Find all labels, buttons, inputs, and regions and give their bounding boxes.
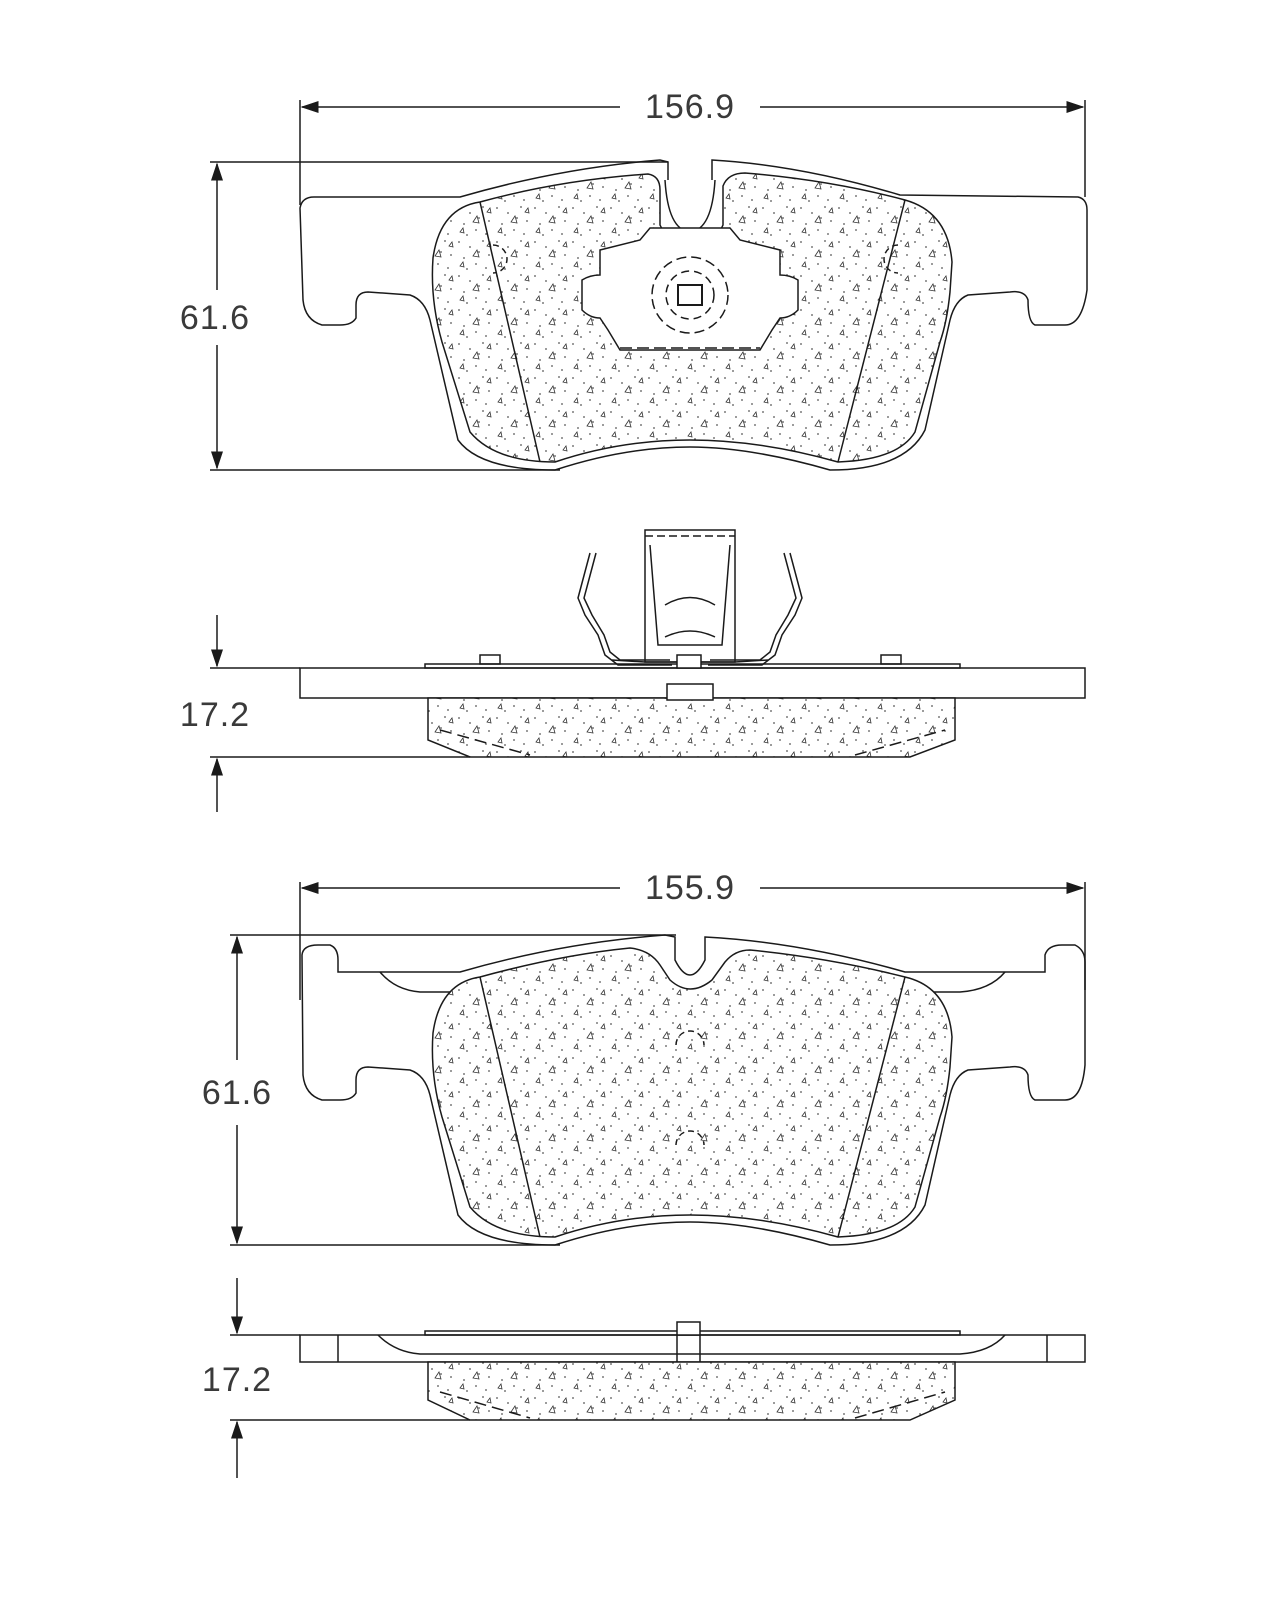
- hidden-hole: [675, 1030, 705, 1046]
- backing-plate: [301, 934, 1086, 1246]
- friction-material-side: [427, 697, 956, 758]
- wear-line: [837, 976, 906, 1238]
- rivet-circle: [651, 256, 729, 334]
- pad-1-side-view: [210, 529, 1086, 812]
- plate-edge: [377, 1334, 1006, 1355]
- nub: [880, 654, 902, 665]
- hidden-hole: [883, 244, 899, 274]
- thickness-label-pad-1: 17.2: [175, 697, 255, 733]
- height-label-pad-1: 61.6: [175, 300, 255, 336]
- hidden-hole: [492, 244, 508, 274]
- chamfer-line: [439, 729, 946, 756]
- friction-material: [431, 947, 953, 1238]
- thickness-label-pad-2: 17.2: [197, 1362, 277, 1398]
- sensor-tab-arc: [664, 596, 716, 638]
- nub: [479, 654, 501, 665]
- hidden-hole: [675, 1130, 705, 1146]
- rivet-body: [666, 683, 714, 701]
- chamfer-line: [439, 1391, 946, 1419]
- pad-2-front-view: [230, 882, 1086, 1246]
- wear-line: [479, 976, 541, 1238]
- sensor-tab-inner: [649, 544, 731, 646]
- rivet-square: [677, 284, 703, 306]
- height-label-pad-2: 61.6: [197, 1075, 277, 1111]
- width-label-pad-2: 155.9: [640, 870, 740, 906]
- wear-line: [837, 199, 906, 463]
- friction-material-side: [427, 1361, 956, 1421]
- rivet-circle: [665, 270, 715, 320]
- rivet-head: [676, 654, 702, 669]
- wear-line: [479, 201, 541, 463]
- nub: [676, 1321, 701, 1336]
- pad-1-front-view: [210, 100, 1088, 471]
- wear-sensor-loop: [664, 179, 716, 233]
- sensor-tab: [644, 529, 736, 663]
- pad-2-side-view: [230, 1278, 1086, 1478]
- backing-plate-side: [299, 1334, 1086, 1363]
- width-label-pad-1: 156.9: [640, 89, 740, 125]
